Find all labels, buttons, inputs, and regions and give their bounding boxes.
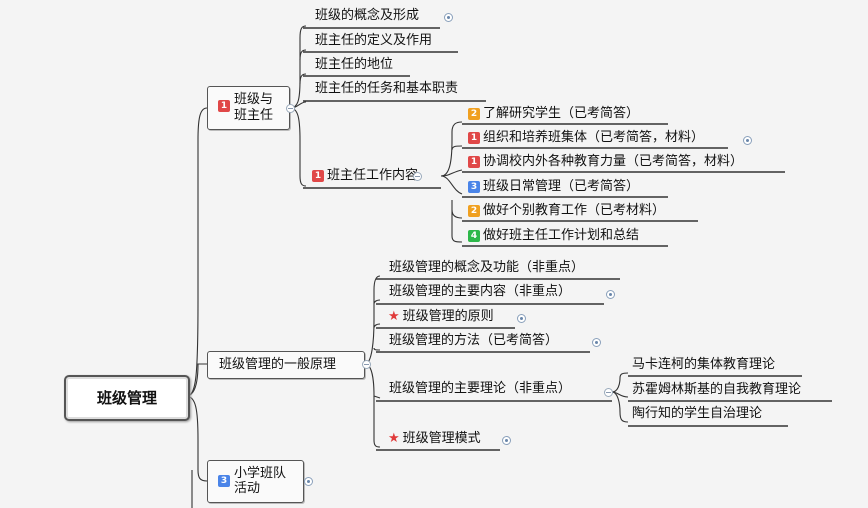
topic-management-concept[interactable]: 班级管理的概念及功能（非重点） [389, 260, 585, 275]
topic-teacher-definition[interactable]: 班主任的定义及作用 [315, 33, 433, 48]
work-item-label: 班级日常管理（已考简答） [483, 179, 640, 194]
priority-1-icon: 1 [468, 156, 480, 168]
work-item-label: 做好个别教育工作（已考材料） [483, 203, 666, 218]
priority-1-icon: 1 [312, 170, 324, 182]
collapse-toggle[interactable] [413, 172, 422, 181]
expand-toggle[interactable] [743, 136, 752, 145]
branch-label-line2: 班主任 [234, 108, 274, 123]
topic-management-methods[interactable]: 班级管理的方法（已考简答） [389, 333, 559, 348]
branch-label-line2: 活动 [234, 481, 261, 496]
branch-label-line1: 班级与 [234, 92, 274, 107]
work-item-label: 做好班主任工作计划和总结 [483, 228, 640, 243]
branch-label: 班级管理的一般原理 [219, 357, 337, 372]
priority-3-icon: 3 [218, 475, 230, 487]
collapse-toggle[interactable] [604, 388, 613, 397]
topic-class-concept[interactable]: 班级的概念及形成 [315, 8, 420, 23]
star-icon: ★ [388, 431, 400, 446]
theory-item[interactable]: 苏霍姆林斯基的自我教育理论 [632, 382, 802, 397]
priority-1-icon: 1 [218, 100, 230, 112]
priority-4-icon: 4 [468, 230, 480, 242]
topic-management-content[interactable]: 班级管理的主要内容（非重点） [389, 284, 572, 299]
branch-class-and-teacher[interactable]: 1 班级与 班主任 [207, 86, 290, 130]
collapse-toggle[interactable] [286, 104, 295, 113]
topic-management-theories[interactable]: 班级管理的主要理论（非重点） [389, 381, 572, 396]
topic-label: 班主任工作内容 [327, 168, 419, 183]
topic-management-principles[interactable]: ★班级管理的原则 [388, 309, 494, 325]
branch-label-line1: 小学班队 [234, 466, 287, 481]
theory-item[interactable]: 陶行知的学生自治理论 [632, 406, 763, 421]
priority-1-icon: 1 [468, 132, 480, 144]
priority-2-icon: 2 [468, 205, 480, 217]
branch-class-activities[interactable]: 3 小学班队 活动 [207, 460, 304, 503]
root-label: 班级管理 [96, 389, 157, 407]
expand-toggle[interactable] [304, 477, 313, 486]
root-topic[interactable]: 班级管理 [64, 375, 190, 421]
topic-management-models[interactable]: ★班级管理模式 [388, 431, 481, 447]
branch-general-principles[interactable]: 班级管理的一般原理 [207, 351, 365, 379]
expand-toggle[interactable] [502, 436, 511, 445]
work-item-label: 了解研究学生（已考简答） [483, 106, 640, 121]
collapse-toggle[interactable] [362, 360, 371, 369]
theory-item[interactable]: 马卡连柯的集体教育理论 [632, 357, 776, 372]
work-item-label: 协调校内外各种教育力量（已考简答，材料） [483, 154, 744, 169]
topic-label: 班级管理模式 [402, 431, 481, 446]
topic-label: 班级管理的原则 [402, 309, 494, 324]
priority-3-icon: 3 [468, 181, 480, 193]
topic-teacher-duties[interactable]: 班主任的任务和基本职责 [315, 81, 459, 96]
topic-teacher-status[interactable]: 班主任的地位 [315, 57, 394, 72]
star-icon: ★ [388, 309, 400, 324]
expand-toggle[interactable] [606, 290, 615, 299]
expand-toggle[interactable] [592, 338, 601, 347]
work-item-label: 组织和培养班集体（已考简答，材料） [483, 130, 705, 145]
expand-toggle[interactable] [517, 314, 526, 323]
expand-toggle[interactable] [444, 13, 453, 22]
priority-2-icon: 2 [468, 108, 480, 120]
